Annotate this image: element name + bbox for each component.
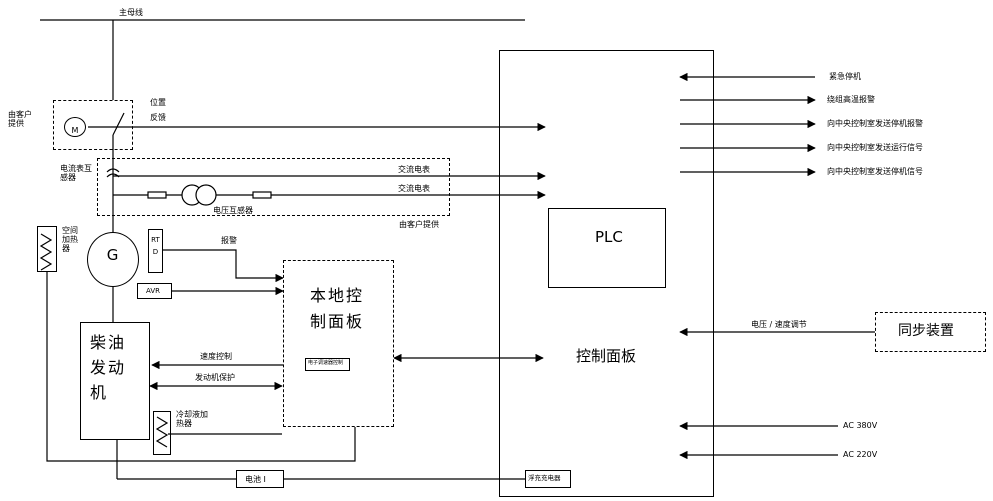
- battery-box: 电池 I: [236, 470, 284, 488]
- ct-label: 电流表互感器: [60, 164, 92, 183]
- signal-estop-label: 紧急停机: [829, 72, 861, 81]
- space-heater-coil: [39, 233, 53, 271]
- heater-loop-line: [46, 272, 356, 462]
- alarm-label: 报警: [221, 236, 237, 245]
- coolant-heater-coil: [155, 416, 169, 448]
- pt-coil-2: [195, 184, 217, 206]
- space-heater-box: [37, 226, 57, 272]
- coolant-heater-label: 冷却液加热器: [176, 410, 208, 429]
- rtd-box: RTD: [148, 229, 163, 273]
- signal-overtemp-label: 绕组高温报警: [827, 95, 875, 104]
- engine-protection-label: 发动机保护: [195, 373, 235, 382]
- breaker-switch: [112, 112, 125, 136]
- customer-supplied-bottom-label: 由客户提供: [399, 220, 439, 229]
- control-panel-box: 控制面板: [499, 50, 714, 497]
- local-panel-box: 本地控制面板: [283, 260, 394, 427]
- charger-box: 浮充充电器: [525, 470, 571, 488]
- space-heater-label: 空间加热器: [62, 226, 78, 254]
- ac-meter-1-label: 交流电表: [398, 165, 430, 174]
- pt-label: 电压互感器: [213, 206, 253, 215]
- position-label: 位置: [150, 98, 166, 107]
- small-device-box: 电子调速器控制: [305, 358, 350, 371]
- alarm-line: [162, 249, 284, 283]
- main-bus-label: 主母线: [119, 8, 143, 17]
- speed-control-label: 速度控制: [200, 352, 232, 361]
- generator-symbol: G: [87, 232, 139, 287]
- customer-supplied-left-label: 由客户提供: [8, 110, 32, 129]
- meter-dashed-box: [97, 158, 450, 216]
- avr-box: AVR: [137, 283, 172, 299]
- breaker-dashed-box: [53, 100, 133, 150]
- signal-ccr-stop-signal-label: 向中央控制室发送停机信号: [827, 167, 923, 176]
- coolant-heater-box: [153, 411, 171, 455]
- signal-ccr-stop-alarm-label: 向中央控制室发送停机报警: [827, 119, 923, 128]
- ac220-label: AC 220V: [843, 450, 878, 459]
- ac-meter-2-label: 交流电表: [398, 184, 430, 193]
- signal-ccr-run-label: 向中央控制室发送运行信号: [827, 143, 923, 152]
- plc-box: PLC: [548, 208, 666, 288]
- ac380-label: AC 380V: [843, 421, 878, 430]
- fuse-2: [252, 191, 272, 199]
- fuse-1: [147, 191, 167, 199]
- engine-box: 柴油发动机: [80, 322, 150, 440]
- motor-symbol: M: [64, 117, 86, 137]
- feedback-label: 反馈: [150, 113, 166, 122]
- sync-box: 同步装置: [875, 312, 986, 352]
- voltage-speed-label: 电压 / 速度调节: [751, 320, 807, 329]
